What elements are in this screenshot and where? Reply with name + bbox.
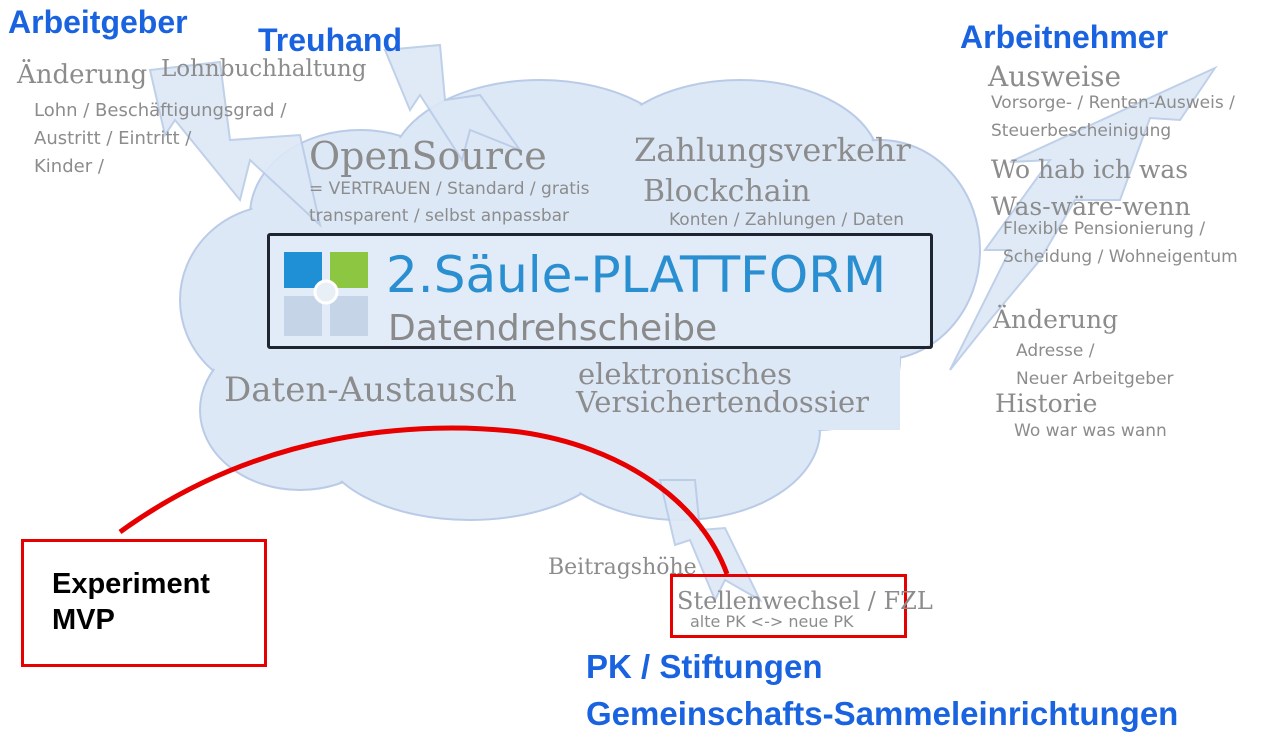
cloud-opensource-line-2: transparent / selbst anpassbar (309, 206, 570, 226)
red-connector-arc (118, 425, 730, 575)
cloud-zahlungsverkehr: Zahlungsverkehr (634, 131, 911, 169)
arbeitnehmer-waswaere-line-2: Scheidung / Wohneigentum (1003, 247, 1238, 267)
pk-stellenwechsel-line: alte PK <-> neue PK (690, 612, 854, 631)
treuhand-heading: Treuhand (258, 22, 403, 58)
arbeitgeber-line-2: Austritt / Eintritt / (34, 128, 192, 149)
arbeitnehmer-waswaere-line-1: Flexible Pensionierung / (1003, 219, 1206, 239)
cloud-dossier-line-1: elektronisches (578, 357, 792, 391)
mvp-line-2: MVP (52, 604, 115, 636)
arbeitnehmer-aenderung-line-1: Adresse / (1016, 341, 1095, 361)
arbeitnehmer-ausweise-line-1: Vorsorge- / Renten-Ausweis / (991, 93, 1235, 113)
platform-box: 2.Säule-PLATTFORM Datendrehscheibe (267, 233, 933, 349)
arbeitnehmer-aenderung: Änderung (993, 305, 1119, 334)
cloud-blockchain-line: Konten / Zahlungen / Daten (669, 210, 904, 230)
fzl-highlight-box (670, 574, 907, 638)
platform-subtitle: Datendrehscheibe (388, 308, 718, 349)
mvp-line-1: Experiment (52, 568, 210, 600)
cloud-dossier-line-2: Versichertendossier (576, 385, 869, 419)
cloud-daten-austausch: Daten-Austausch (224, 370, 517, 410)
arbeitgeber-line-3: Kinder / (34, 156, 104, 177)
arbeitnehmer-heading: Arbeitnehmer (960, 19, 1169, 55)
arbeitgeber-aenderung-label: Änderung (17, 60, 148, 90)
lightning-bolt-arbeitgeber (148, 60, 322, 228)
mvp-box: Experiment MVP (21, 539, 267, 667)
arbeitgeber-heading: Arbeitgeber (8, 4, 188, 40)
cloud-opensource-line-1: = VERTRAUEN / Standard / gratis (309, 179, 590, 199)
lightning-bolt-arbeitnehmer (949, 65, 1218, 371)
pk-heading-1: PK / Stiftungen (586, 648, 823, 685)
platform-title: 2.Säule-PLATTFORM (386, 246, 887, 304)
cloud-blockchain: Blockchain (643, 174, 811, 209)
arbeitnehmer-wo-hab-ich-was: Wo hab ich was (991, 155, 1189, 184)
arbeitgeber-line-1: Lohn / Beschäftigungsgrad / (34, 100, 287, 121)
arbeitnehmer-aenderung-line-2: Neuer Arbeitgeber (1016, 369, 1174, 389)
arbeitnehmer-ausweise-line-2: Steuerbescheinigung (991, 121, 1172, 141)
arbeitnehmer-ausweise: Ausweise (988, 60, 1122, 93)
arbeitnehmer-historie-line: Wo war was wann (1014, 421, 1167, 441)
lightning-bolt-treuhand (383, 43, 523, 163)
pk-heading-2: Gemeinschafts-Sammeleinrichtungen (586, 695, 1179, 732)
arbeitnehmer-historie: Historie (995, 389, 1098, 418)
cloud-opensource: OpenSource (309, 134, 547, 178)
pk-stellenwechsel: Stellenwechsel / FZL (677, 587, 933, 615)
platform-logo (284, 252, 368, 336)
arbeitnehmer-was-waere-wenn: Was-wäre-wenn (991, 192, 1191, 221)
treuhand-label: Lohnbuchhaltung (161, 56, 367, 82)
